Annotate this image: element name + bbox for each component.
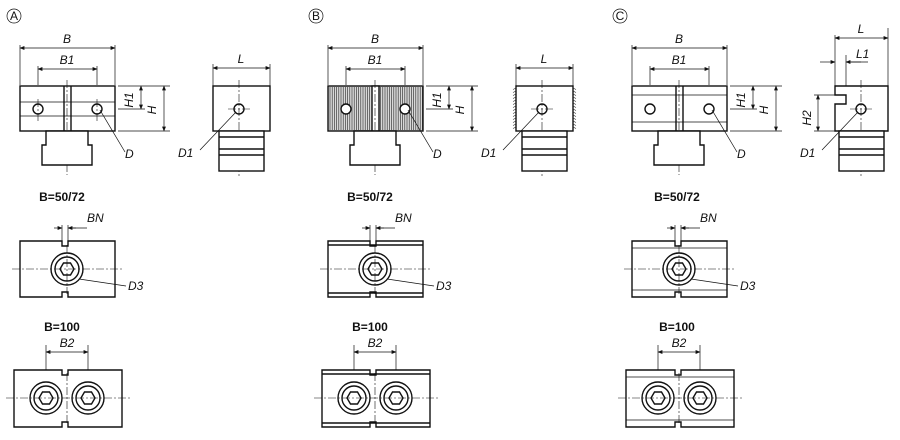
heading-b-50-72-c: B=50/72	[654, 190, 700, 204]
dim-bn-label: BN	[700, 211, 717, 225]
dim-h-label: H	[757, 105, 771, 114]
side-serration	[512, 87, 577, 129]
variant-c-top-view-100: B2	[618, 336, 742, 428]
side-serration-tooth	[572, 99, 577, 102]
side-serration-tooth	[572, 102, 577, 105]
leader-d	[99, 109, 126, 153]
side-serration-tooth	[572, 96, 577, 99]
side-serration-tooth	[572, 111, 577, 114]
variant-c-front-view: B B1 D H1 H	[631, 32, 782, 175]
variant-c-group: C B B1 D H1 H	[612, 8, 889, 428]
tenon-foot	[41, 130, 93, 166]
dim-b1-label: B1	[672, 53, 687, 67]
side-serration-tooth	[572, 117, 577, 120]
dim-d1-label: D1	[481, 146, 496, 160]
dim-b2-label: B2	[672, 336, 687, 350]
side-serration-tooth	[572, 93, 577, 96]
side-serration-tooth	[572, 108, 577, 111]
heading-b-100-a: B=100	[44, 320, 80, 334]
side-serration-tooth	[512, 90, 517, 93]
variant-a-top-view-100: B2	[6, 336, 130, 428]
dim-d1-label: D1	[800, 146, 815, 160]
side-serration-tooth	[512, 123, 517, 126]
heading-b-50-72-a: B=50/72	[39, 190, 85, 204]
dim-l-label: L	[858, 22, 865, 36]
dim-d1-label: D1	[178, 146, 193, 160]
variant-c-top-view-50: BN D3	[624, 211, 756, 298]
dim-b-label: B	[675, 32, 683, 46]
side-serration-tooth	[512, 105, 517, 108]
variant-b-label: B	[312, 9, 320, 23]
variant-b-top-view-50: BN D3	[320, 211, 452, 298]
dim-h1-label: H1	[430, 92, 444, 107]
dim-b2-label: B2	[368, 336, 383, 350]
side-serration-tooth	[572, 120, 577, 123]
dim-b2-label: B2	[60, 336, 75, 350]
variant-a-side-view: L D1	[178, 52, 271, 178]
variant-a-front-view: B B1 D H1 H	[19, 32, 170, 175]
dim-b1-label: B1	[368, 53, 383, 67]
dim-d-label: D	[125, 147, 134, 161]
side-serration-tooth	[512, 111, 517, 114]
dim-d3-label: D3	[436, 279, 452, 293]
side-serration-tooth	[512, 87, 517, 90]
variant-a-label: A	[10, 9, 18, 23]
side-body	[212, 85, 271, 132]
variant-c-side-view: L L1 H2 D1	[800, 22, 889, 178]
dim-h-label: H	[453, 105, 467, 114]
dim-bn-label: BN	[395, 211, 412, 225]
stepped-side-body	[834, 85, 889, 132]
heading-b-100-c: B=100	[659, 320, 695, 334]
variant-b-group: B B B1 D H1 H	[308, 8, 577, 428]
dim-d-label: D	[737, 147, 746, 161]
side-serration-tooth	[572, 105, 577, 108]
side-serration-tooth	[572, 126, 577, 129]
dim-h-label: H	[145, 105, 159, 114]
variant-a-top-view-50: BN D3	[12, 211, 144, 298]
side-serration-tooth	[572, 114, 577, 117]
dim-h1-label: H1	[734, 92, 748, 107]
dim-l-label: L	[238, 52, 245, 66]
side-serration-tooth	[512, 120, 517, 123]
variant-a-circle	[6, 8, 22, 24]
dim-d-label: D	[433, 147, 442, 161]
dim-b-label: B	[371, 32, 379, 46]
variant-c-label: C	[616, 9, 625, 23]
dim-d3-label: D3	[128, 279, 144, 293]
dim-b1-label: B1	[60, 53, 75, 67]
dim-l1-label: L1	[856, 47, 869, 61]
side-serration-tooth	[512, 108, 517, 111]
side-serration-tooth	[512, 93, 517, 96]
dim-h1-label: H1	[122, 92, 136, 107]
side-serration-tooth	[572, 123, 577, 126]
leader-d1	[199, 111, 237, 151]
variant-a-group: A B B1 D	[6, 8, 271, 428]
side-serration-tooth	[512, 114, 517, 117]
side-serration-tooth	[572, 87, 577, 90]
variant-b-top-view-100: B2	[314, 336, 438, 428]
dim-d3-label: D3	[740, 279, 756, 293]
side-serration-tooth	[512, 99, 517, 102]
dim-h2-label: H2	[800, 110, 814, 126]
side-serration-tooth	[512, 102, 517, 105]
side-serration-tooth	[572, 90, 577, 93]
side-serration-tooth	[512, 126, 517, 129]
variant-b-side-view: L D1	[481, 52, 577, 178]
side-serration-tooth	[512, 117, 517, 120]
dim-l-label: L	[541, 52, 548, 66]
side-serration-tooth	[512, 96, 517, 99]
dim-bn-label: BN	[87, 211, 104, 225]
heading-b-100-b: B=100	[352, 320, 388, 334]
dim-b-label: B	[63, 32, 71, 46]
heading-b-50-72-b: B=50/72	[347, 190, 393, 204]
variant-b-front-view: B B1 D H1 H	[327, 32, 478, 175]
jaw-body	[19, 85, 116, 132]
